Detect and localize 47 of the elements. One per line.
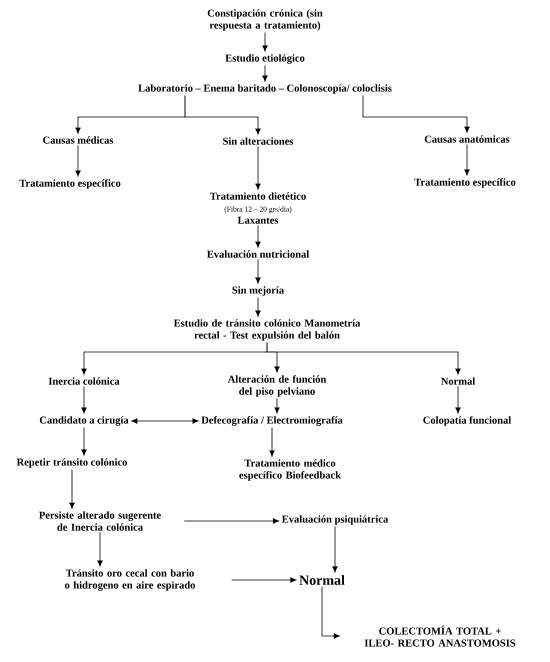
arrow [255,297,261,316]
step-text: Causas médicas [43,136,114,144]
arrow [184,95,261,135]
step-text: Evaluación psiquiátrica [282,515,388,525]
arrow [255,146,261,190]
arrow [262,65,268,82]
step-text: COLECTOMÍA TOTAL + ILEO- RECTO ANASTOMOSIS [364,625,516,647]
step-text: Tratamiento específico [19,179,120,189]
arrow [231,577,296,583]
arrow [362,95,470,133]
step-text: Normal [441,377,476,385]
step-text: Estudio de tránsito colónico Manometría rectal - Test expulsión del balón [174,319,360,341]
step-text: Sin mejoría [232,286,284,296]
step-text: Tratamiento específico [414,178,516,188]
step-text: Defecografía / Electromiografía [201,416,343,426]
arrow [97,532,103,566]
step-text: Causas anatómicas [424,135,510,143]
arrow [131,418,198,424]
arrow [464,144,470,176]
step-text: Candidato a cirugía [40,416,128,426]
arrow [262,32,268,52]
arrow [322,586,340,639]
step-text: Constipación crónica (sin respuesta a tratamiento) [208,9,323,31]
step-text: Inercia colónica [48,377,120,385]
arrow [269,427,275,456]
arrow [274,398,280,414]
step-text: Laboratorio – Enema baritado – Colonoscopía/ coloclisis [138,84,392,94]
arrow [332,526,338,572]
step-text: Tránsito oro cecal con bario o hidrogeno en aire espirado [64,569,196,591]
arrow [455,386,461,414]
step-text: Tratamiento médico específico Biofeedback [239,459,342,481]
arrow [75,145,81,176]
arrow [184,518,279,524]
step-text: Persiste alterado sugerente de Inercia colónica [39,511,161,531]
step-text: Colopatía funcional [423,416,511,426]
step-text: Sin alteraciones [223,137,294,145]
step-text: Evaluación nutricional [206,250,309,258]
arrow [255,259,261,284]
step-text: Alteración de función del piso pelviano [228,375,326,397]
arrow [69,469,75,509]
arrow [266,342,461,375]
step-text: Estudio etiológico [225,54,304,64]
step-text: Normal [299,575,345,585]
arrow [255,225,261,248]
arrow [81,386,87,414]
arrow [81,427,87,456]
step-text: Repetir tránsito colónico [16,458,127,468]
